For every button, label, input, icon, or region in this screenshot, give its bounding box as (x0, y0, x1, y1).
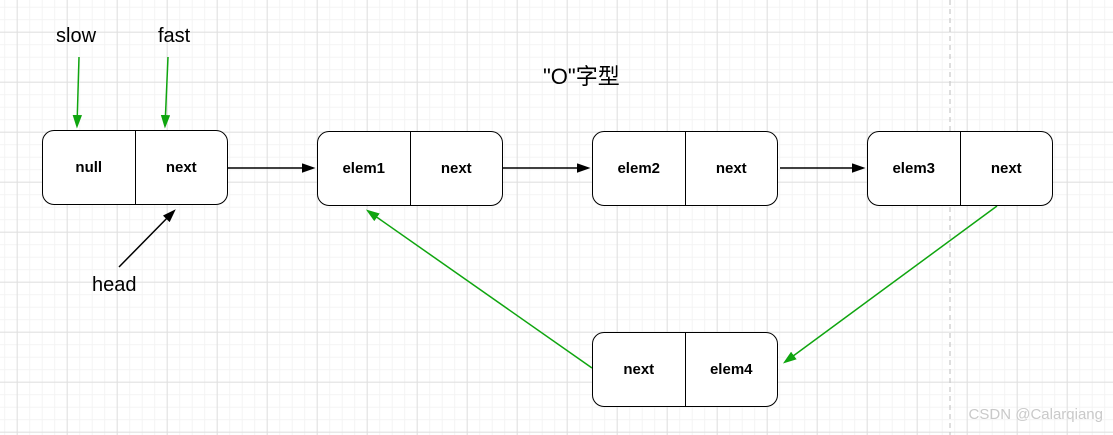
node-data-cell: elem1 (342, 160, 386, 177)
node-next-cell: next (409, 132, 503, 205)
node-data-cell: elem3 (892, 160, 936, 177)
edge-slow-pointer (77, 56, 79, 126)
node-next-cell: next (684, 132, 778, 205)
edge-head-label (118, 211, 174, 268)
list-node-elem1: elem1 next (317, 131, 503, 206)
slow-pointer-label: slow (56, 25, 97, 47)
edge-elem3-to-elem4 (785, 205, 998, 362)
list-node-head: null next (42, 130, 228, 205)
diagram-title: "O"字型 (543, 64, 620, 89)
node-next-cell: next (959, 132, 1053, 205)
csdn-watermark: CSDN @Calarqiang (968, 406, 1103, 423)
head-pointer-label: head (92, 274, 137, 296)
fast-pointer-label: fast (158, 25, 191, 47)
node-next-cell: next (623, 361, 655, 378)
edge-fast-pointer (165, 56, 168, 126)
list-node-elem2: elem2 next (592, 131, 778, 206)
node-data-cell: elem2 (617, 160, 661, 177)
edge-elem4-to-elem1-cycle (368, 211, 593, 369)
node-data-cell: null (75, 159, 103, 176)
list-node-elem4: next elem4 (592, 332, 778, 407)
node-data-cell: elem4 (684, 333, 778, 406)
list-node-elem3: elem3 next (867, 131, 1053, 206)
node-next-cell: next (134, 131, 228, 204)
